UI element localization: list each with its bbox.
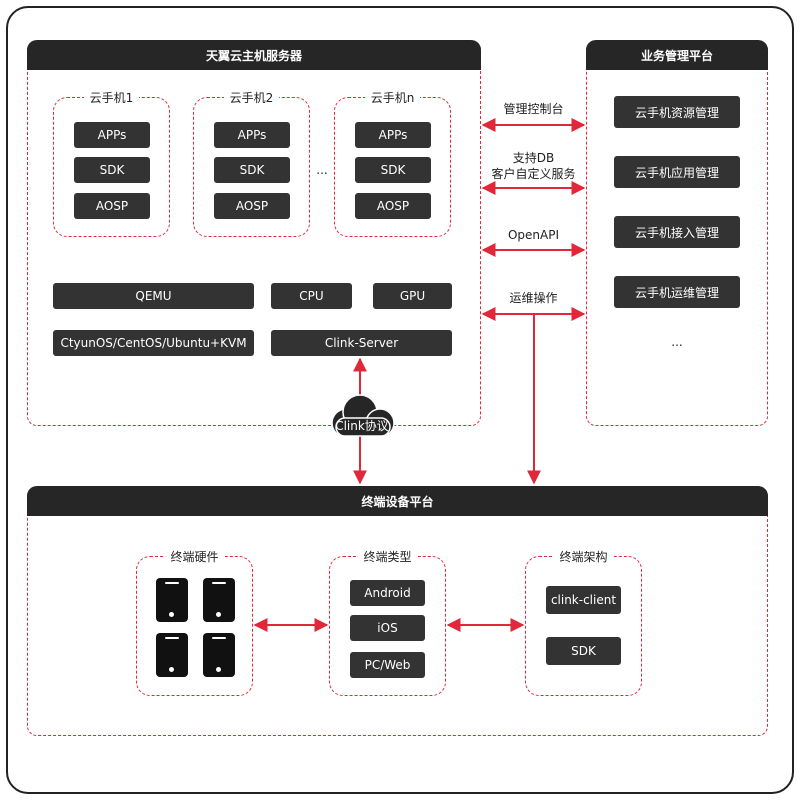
cloud-phone-n: 云手机n xyxy=(334,91,451,237)
apps-block-2: APPs xyxy=(214,122,290,148)
server-panel: 天翼云主机服务器 xyxy=(27,40,481,426)
platform-ellipsis: ... xyxy=(671,335,683,349)
server-title: 天翼云主机服务器 xyxy=(27,40,481,70)
apps-block-n: APPs xyxy=(355,122,431,148)
gpu-block: GPU xyxy=(373,283,452,309)
phones-ellipsis: ... xyxy=(316,163,328,177)
db-label-line2: 客户自定义服务 xyxy=(491,167,576,181)
cloud-icon xyxy=(331,394,395,438)
sdk-block-1: SDK xyxy=(74,157,150,183)
db-label-line1: 支持DB xyxy=(512,151,555,165)
cloud-phone-n-title: 云手机n xyxy=(364,91,421,105)
type-pc-web: PC/Web xyxy=(350,652,425,678)
terminal-panel: 终端设备平台 xyxy=(27,486,768,736)
platform-panel: 业务管理平台 xyxy=(586,40,768,426)
platform-item-access: 云手机接入管理 xyxy=(614,216,740,248)
type-android: Android xyxy=(350,580,425,606)
phone-icon xyxy=(203,633,235,677)
arch-clink-client: clink-client xyxy=(546,586,621,614)
ops-label: 运维操作 xyxy=(509,291,558,305)
arch-sdk: SDK xyxy=(546,637,621,665)
cloud-phone-1: 云手机1 xyxy=(53,91,170,237)
qemu-block: QEMU xyxy=(53,283,254,309)
type-ios: iOS xyxy=(350,615,425,641)
sdk-block-2: SDK xyxy=(214,157,290,183)
clink-server-block: Clink-Server xyxy=(271,330,452,356)
cloud-phone-1-title: 云手机1 xyxy=(83,91,140,105)
terminal-types-title: 终端类型 xyxy=(357,550,418,564)
aosp-block-1: AOSP xyxy=(74,193,150,219)
apps-block-1: APPs xyxy=(74,122,150,148)
terminal-title: 终端设备平台 xyxy=(27,486,768,516)
cpu-block: CPU xyxy=(271,283,352,309)
platform-title: 业务管理平台 xyxy=(586,40,768,70)
platform-item-ops: 云手机运维管理 xyxy=(614,276,740,308)
phone-icon xyxy=(156,633,188,677)
aosp-block-2: AOSP xyxy=(214,193,290,219)
platform-item-resource: 云手机资源管理 xyxy=(614,96,740,128)
phone-icon xyxy=(156,578,188,622)
phone-icon xyxy=(203,578,235,622)
terminal-hardware-title: 终端硬件 xyxy=(164,550,225,564)
diagram-frame xyxy=(6,6,794,794)
terminal-arch-group: 终端架构 xyxy=(525,550,642,696)
terminal-types-group: 终端类型 xyxy=(329,550,446,696)
cloud-phone-2: 云手机2 xyxy=(193,91,310,237)
sdk-block-n: SDK xyxy=(355,157,431,183)
console-label: 管理控制台 xyxy=(503,102,564,116)
os-block: CtyunOS/CentOS/Ubuntu+KVM xyxy=(53,330,254,356)
cloud-phone-2-title: 云手机2 xyxy=(223,91,280,105)
clink-protocol-label: Clink协议 xyxy=(335,419,389,433)
openapi-label: OpenAPI xyxy=(507,228,560,242)
aosp-block-n: AOSP xyxy=(355,193,431,219)
platform-item-app: 云手机应用管理 xyxy=(614,156,740,188)
terminal-arch-title: 终端架构 xyxy=(553,550,614,564)
terminal-hardware-group: 终端硬件 xyxy=(136,550,253,696)
